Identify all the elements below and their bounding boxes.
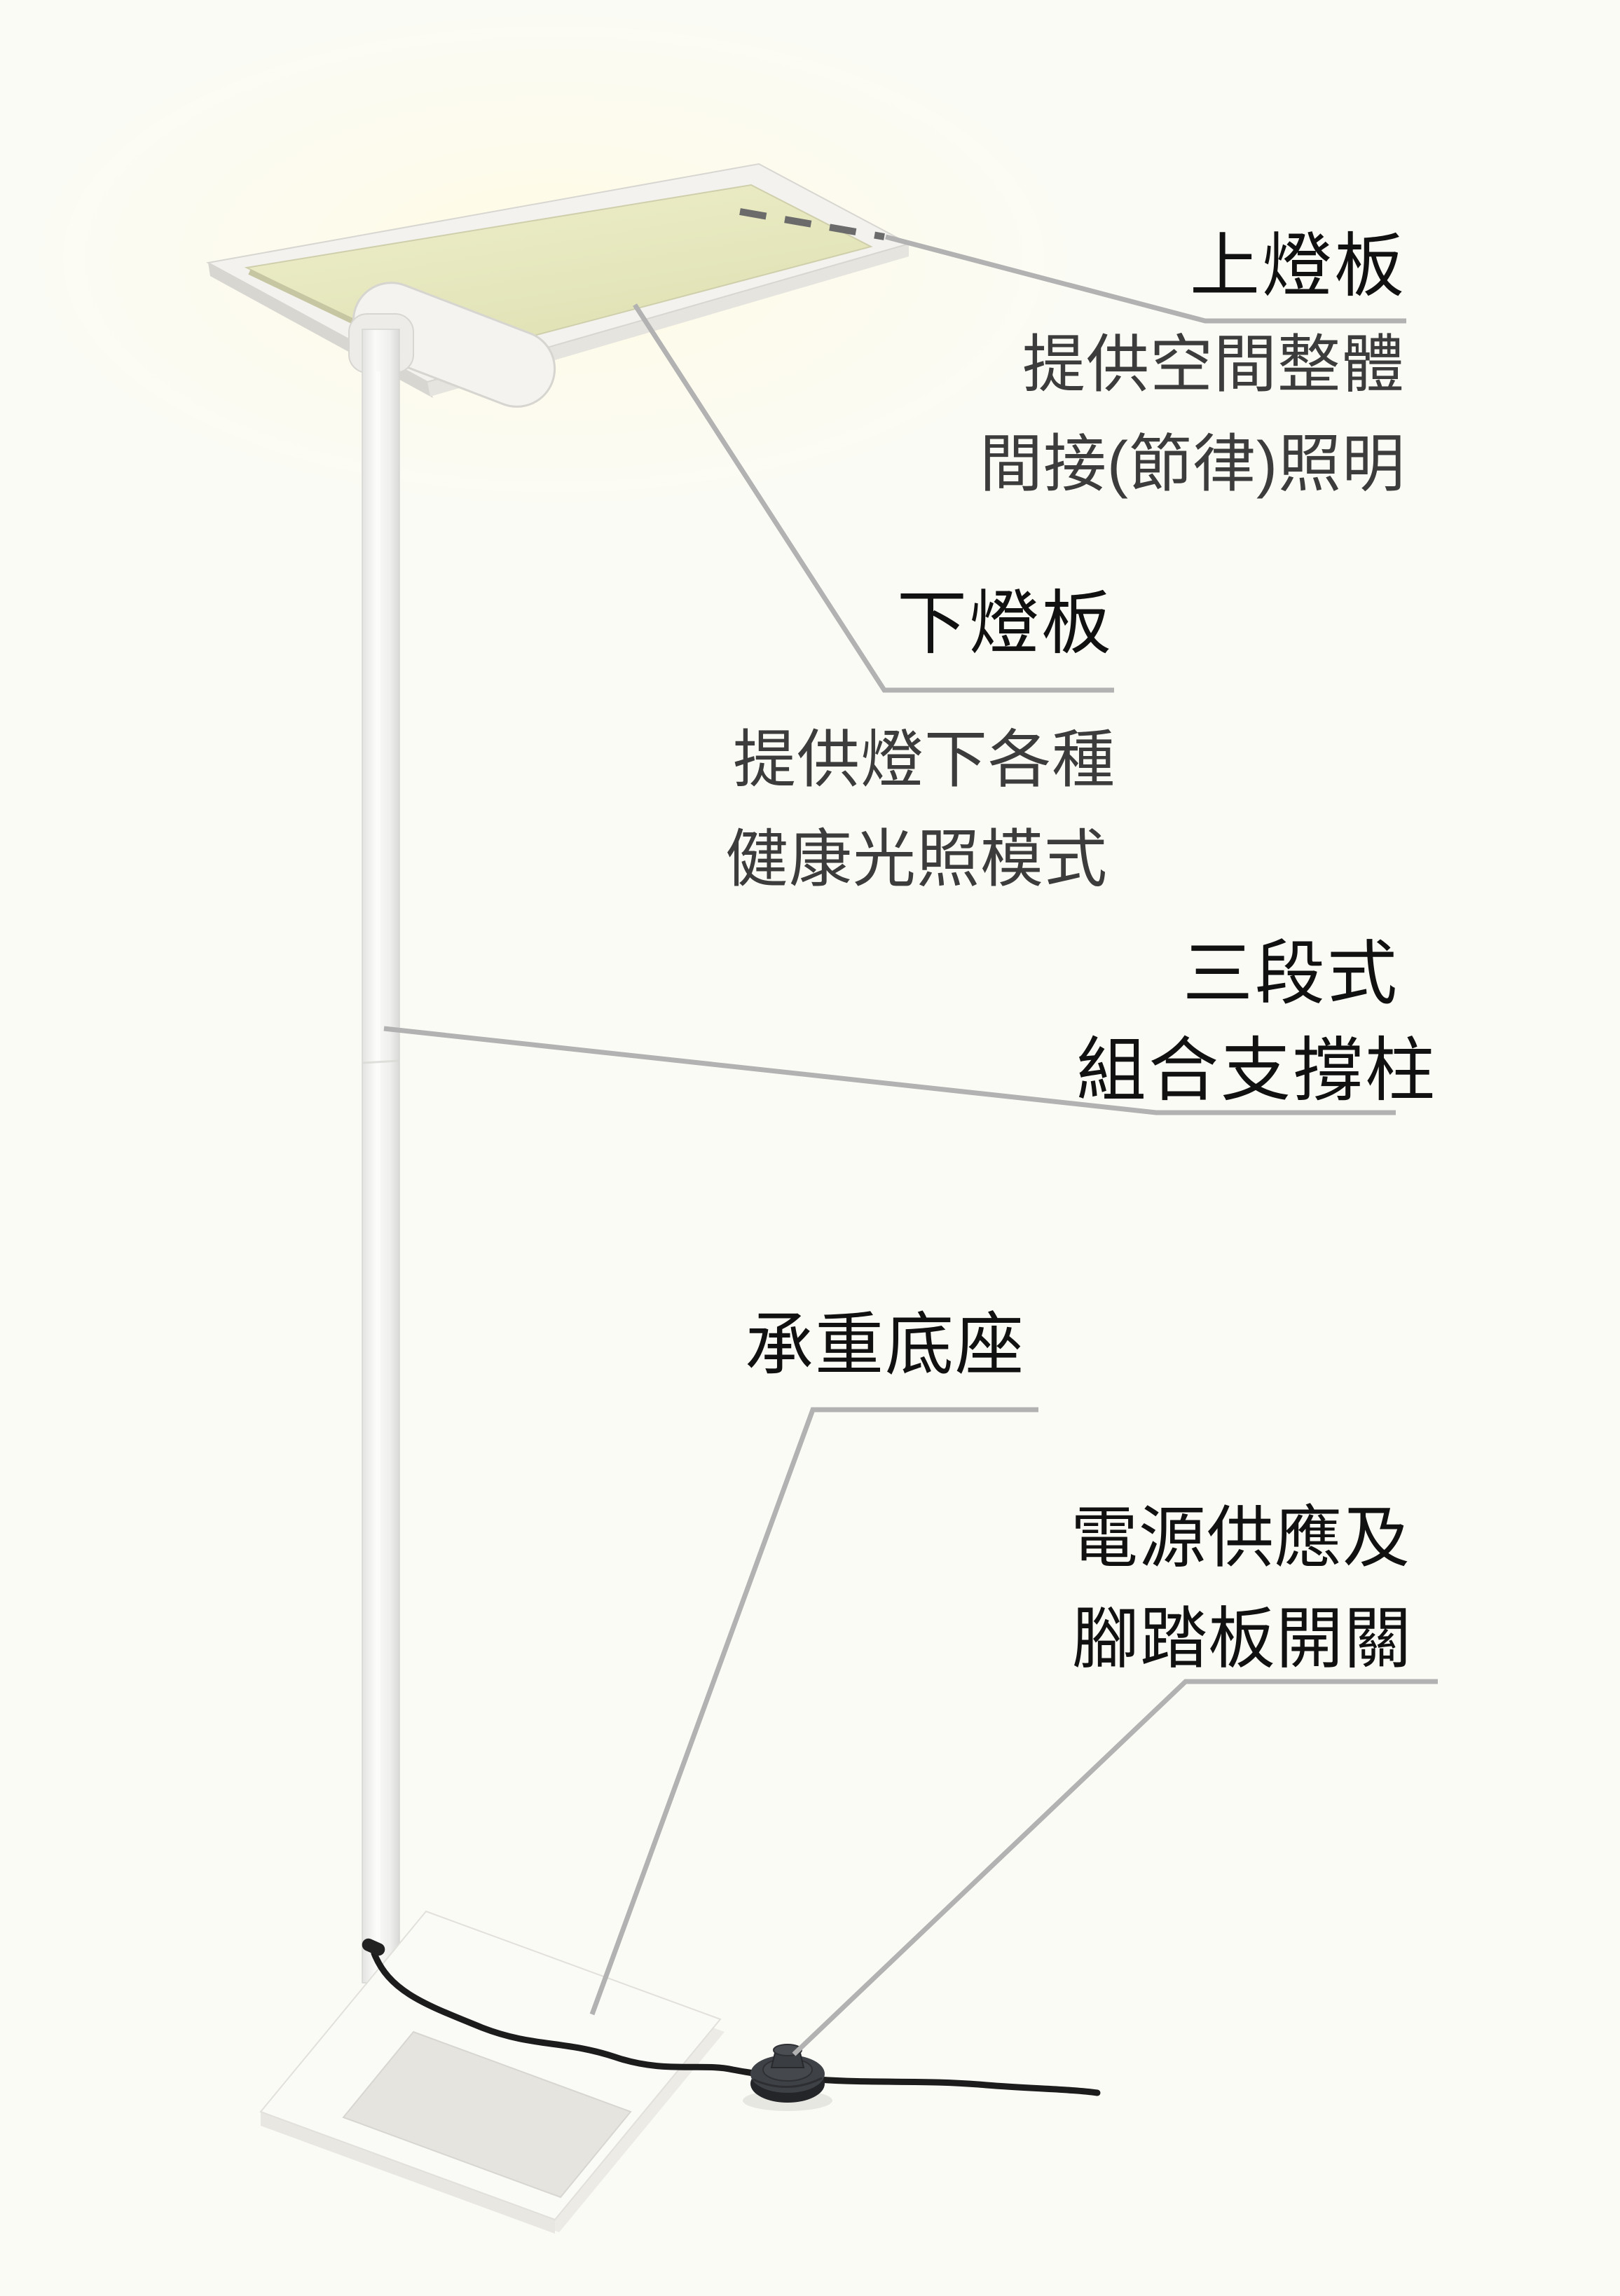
label-upper-panel-title: 上燈板 <box>1190 227 1406 305</box>
leader-power-switch <box>792 1679 1438 2056</box>
label-power-switch-line2: 腳踏板開關 <box>1072 1602 1412 1677</box>
leader-lower-panel <box>633 303 1114 693</box>
label-lower-panel-title: 下燈板 <box>897 584 1113 663</box>
label-support-pole-line1: 三段式 <box>1183 935 1399 1013</box>
pole-slot <box>352 282 556 408</box>
label-power-switch-line1: 電源供應及 <box>1071 1501 1410 1576</box>
leader-upper-panel <box>885 234 1406 324</box>
base-cutout <box>342 2030 632 2199</box>
leader-support-pole <box>383 1026 1396 1115</box>
label-lower-panel-desc2: 健康光照模式 <box>725 825 1108 895</box>
support-pole <box>362 329 400 1984</box>
pole-seam <box>362 1059 399 1064</box>
foot-pedal <box>743 2044 832 2111</box>
power-cable <box>362 1938 1101 2096</box>
label-upper-panel-desc1: 提供空間整體 <box>1022 330 1405 400</box>
label-lower-panel-desc1: 提供燈下各種 <box>733 725 1116 795</box>
label-upper-panel-desc2: 間接(節律)照明 <box>980 429 1406 500</box>
panel-dashed-line <box>739 208 885 240</box>
label-base-title: 承重底座 <box>745 1306 1026 1383</box>
base-plate <box>259 1910 725 2234</box>
label-support-pole-line2: 組合支撐柱 <box>1076 1031 1437 1110</box>
leader-base <box>589 1407 1038 2016</box>
